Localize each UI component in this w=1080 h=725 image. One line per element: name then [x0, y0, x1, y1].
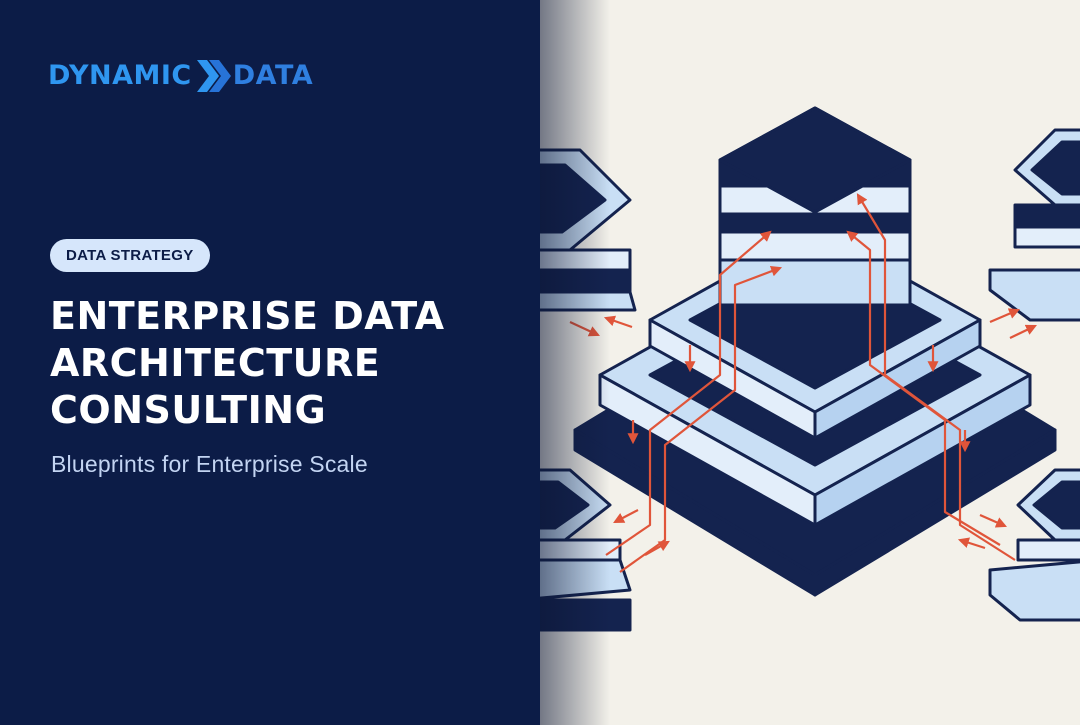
page-title: ENTERPRISE DATA ARCHITECTURE CONSULTING [50, 293, 530, 434]
left-panel: DYNAMIC DATA DATA STRATEGY ENTERPRISE DA… [0, 0, 540, 725]
brand-word-dynamic: DYNAMIC [48, 60, 192, 91]
main-server-pyramid [573, 106, 1057, 597]
page-title-line: ENTERPRISE DATA [50, 294, 445, 338]
isometric-server-stack-icon [540, 106, 1080, 632]
illustration-panel [540, 0, 1080, 725]
side-server-stack-right-bottom [988, 468, 1080, 622]
brand-word-data: DATA [232, 60, 314, 91]
page-title-line: ARCHITECTURE [50, 341, 381, 385]
double-chevron-right-icon [196, 60, 231, 92]
panel-shadow [540, 0, 610, 725]
page-title-line: CONSULTING [50, 388, 327, 432]
brand-logo: DYNAMIC DATA [48, 56, 313, 96]
side-server-stack-right-top [988, 128, 1080, 322]
category-pill: DATA STRATEGY [50, 239, 210, 272]
page-subtitle: Blueprints for Enterprise Scale [51, 451, 368, 477]
